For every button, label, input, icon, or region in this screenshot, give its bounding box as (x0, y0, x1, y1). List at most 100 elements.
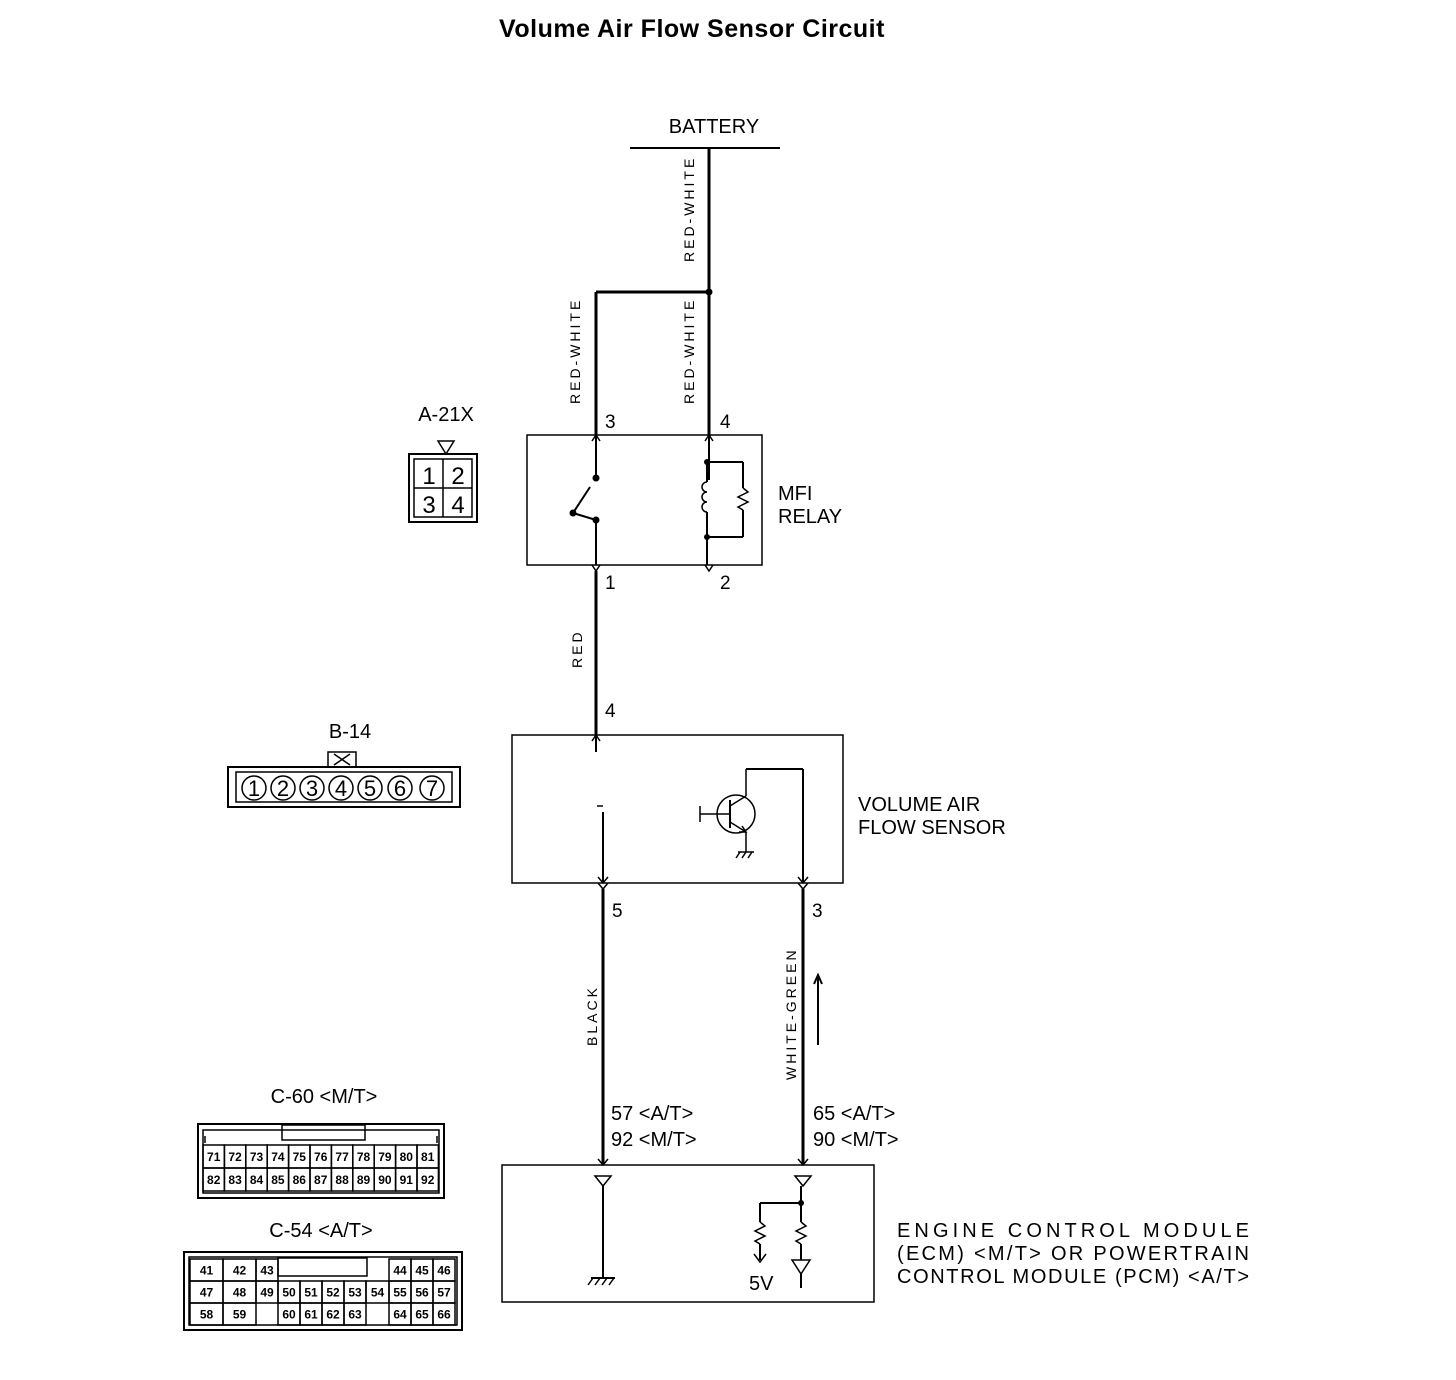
b14-pin-3: 3 (306, 776, 318, 801)
connector-c60-label: C-60 <M/T> (271, 1086, 378, 1108)
b14-pins: 1 2 3 4 5 6 7 (241, 775, 445, 801)
c60-pin: 90 (378, 1173, 392, 1187)
sensor-pin-4: 4 (605, 701, 616, 722)
c54-pin: 48 (233, 1286, 247, 1300)
c54-pin: 58 (200, 1308, 214, 1322)
a21x-pin-4: 4 (451, 492, 464, 519)
ecm-pin-90-mt: 90 <M/T> (813, 1129, 899, 1151)
engine-control-module: 5V ENGINE CONTROL MODULE (ECM) <M/T> OR … (501, 1158, 1249, 1303)
wire-battery-feed: RED-WHITE RED-WHITE RED-WHITE (567, 148, 713, 435)
c60-pin: 76 (314, 1150, 328, 1164)
mfi-relay: 3 4 1 2 MFI RELAY (526, 412, 842, 594)
relay-label-line1: MFI (778, 483, 812, 505)
ecm-5v-label: 5V (749, 1273, 774, 1295)
c60-pin: 77 (335, 1150, 349, 1164)
sensor-pin-3: 3 (812, 901, 823, 922)
connector-b14-label: B-14 (329, 721, 371, 743)
wire-label-white-green: WHITE-GREEN (783, 947, 799, 1080)
c54-pin: 66 (437, 1308, 451, 1322)
c60-pin: 80 (400, 1150, 414, 1164)
c54-pin: 64 (393, 1308, 407, 1322)
c60-pin: 83 (228, 1173, 242, 1187)
wire-label-relay-pin3: RED-WHITE (567, 298, 583, 404)
ecm-pin-65-at: 65 <A/T> (813, 1103, 895, 1125)
c60-pin: 85 (271, 1173, 285, 1187)
c54-pin: 61 (304, 1308, 318, 1322)
b14-pin-1: 1 (248, 776, 260, 801)
c54-pin: 53 (348, 1286, 362, 1300)
a21x-pin-3: 3 (422, 492, 435, 519)
c60-pin: 82 (207, 1173, 221, 1187)
ecm-label-line3: CONTROL MODULE (PCM) <A/T> (897, 1266, 1249, 1288)
c60-pin: 75 (293, 1150, 307, 1164)
c54-pin: 51 (304, 1286, 318, 1300)
c54-pin: 59 (233, 1308, 247, 1322)
c54-pin: 62 (326, 1308, 340, 1322)
c54-pin: 54 (371, 1286, 385, 1300)
wire-relay-to-sensor: RED (569, 571, 598, 735)
b14-pin-4: 4 (335, 776, 347, 801)
battery-node: BATTERY (630, 116, 780, 149)
c54-pin: 65 (415, 1308, 429, 1322)
ecm-pin-92-mt: 92 <M/T> (611, 1129, 697, 1151)
c54-pin: 60 (282, 1308, 296, 1322)
wire-label-red: RED (569, 629, 585, 668)
c60-pin: 72 (228, 1150, 242, 1164)
wire-sensor-signal: WHITE-GREEN (783, 889, 823, 1165)
relay-label-line2: RELAY (778, 506, 842, 528)
ecm-label-line1: ENGINE CONTROL MODULE (897, 1220, 1249, 1242)
sensor-label-line1: VOLUME AIR (858, 794, 980, 816)
relay-pin-2: 2 (720, 573, 731, 594)
sensor-pin-5: 5 (612, 901, 623, 922)
battery-label: BATTERY (669, 116, 759, 138)
c54-pin: 63 (348, 1308, 362, 1322)
c54-pin: 52 (326, 1286, 340, 1300)
c60-pin: 84 (250, 1173, 264, 1187)
c60-pin-cell (416, 1167, 440, 1192)
c60-pin: 71 (207, 1150, 221, 1164)
volume-air-flow-sensor: 4 VOLUME AIR FLOW SENSOR 5 3 (511, 701, 1006, 922)
relay-pin-3: 3 (605, 412, 616, 433)
c60-pin: 88 (335, 1173, 349, 1187)
wire-label-battery-feed: RED-WHITE (681, 156, 697, 262)
connector-a21x-label: A-21X (418, 404, 474, 426)
connector-a21x: A-21X 1 2 3 4 (408, 404, 478, 523)
c60-pin: 74 (271, 1150, 285, 1164)
wire-label-relay-pin4: RED-WHITE (681, 298, 697, 404)
c54-pin: 50 (282, 1286, 296, 1300)
c54-pin: 45 (415, 1264, 429, 1278)
wire-label-black: BLACK (584, 985, 600, 1046)
c60-pin: 89 (357, 1173, 371, 1187)
c54-pin: 57 (437, 1286, 451, 1300)
b14-pin-7: 7 (426, 776, 438, 801)
c54-pin: 46 (437, 1264, 451, 1278)
c54-pin: 49 (260, 1286, 274, 1300)
sensor-label-line2: FLOW SENSOR (858, 817, 1006, 839)
b14-pin-5: 5 (364, 776, 376, 801)
a21x-pin-2: 2 (451, 463, 464, 490)
c54-pin: 47 (200, 1286, 214, 1300)
c60-pin: 79 (378, 1150, 392, 1164)
c54-pin: 41 (200, 1264, 214, 1278)
c60-pin: 78 (357, 1150, 371, 1164)
c54-pin: 42 (233, 1264, 247, 1278)
relay-pin-4: 4 (720, 412, 731, 433)
connector-c60: C-60 <M/T> 71827283738474857586768777887… (197, 1086, 445, 1199)
c54-pin: 44 (393, 1264, 407, 1278)
b14-pin-2: 2 (277, 776, 289, 801)
c54-pin: 56 (415, 1286, 429, 1300)
connector-b14: B-14 1 2 3 4 5 6 7 (227, 721, 461, 808)
c60-pin: 92 (421, 1173, 435, 1187)
c54-pin-cell (432, 1302, 456, 1326)
wire-sensor-ground: BLACK (584, 889, 605, 1165)
c60-pin: 81 (421, 1150, 435, 1164)
c60-pin: 91 (400, 1173, 414, 1187)
c60-pin: 73 (250, 1150, 264, 1164)
ecm-pin-57-at: 57 <A/T> (611, 1103, 693, 1125)
ecm-label-line2: (ECM) <M/T> OR POWERTRAIN (897, 1243, 1249, 1265)
c60-pin: 86 (293, 1173, 307, 1187)
c54-pin-cell (343, 1302, 367, 1326)
